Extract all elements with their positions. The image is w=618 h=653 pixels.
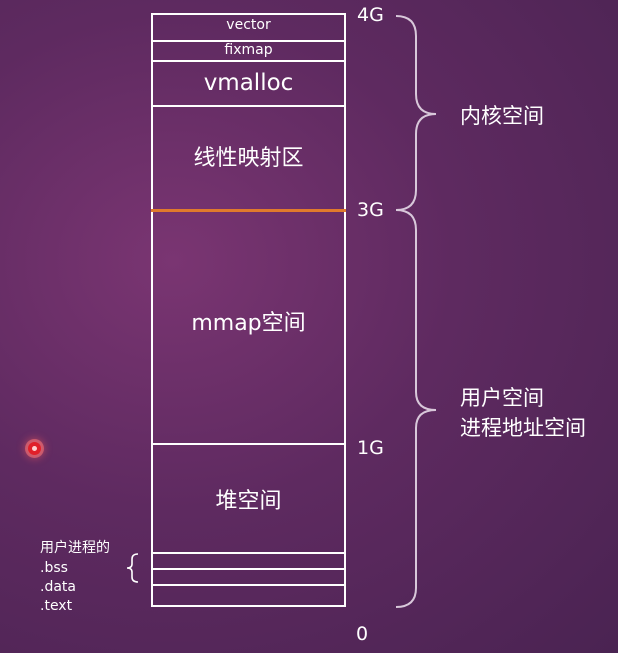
memory-map-box [151, 13, 346, 607]
segment-vmalloc: vmalloc [203, 70, 294, 96]
address-mark-4g: 4G [357, 4, 384, 26]
segment-mmap: mmap空间 [191, 311, 306, 336]
sections-brace-icon [126, 553, 139, 583]
divider-bss-data [151, 568, 346, 570]
pointer-dot-icon [28, 442, 41, 455]
boundary-3g-line [151, 209, 346, 212]
segment-heap: 堆空间 [215, 489, 282, 514]
divider-fixmap-vmalloc [151, 60, 346, 62]
divider-heap-bss [151, 552, 346, 554]
region-braces [395, 15, 437, 608]
address-mark-zero: 0 [356, 623, 369, 645]
section-bss-label: .bss [40, 560, 68, 576]
segment-fixmap: fixmap [224, 42, 273, 58]
segment-vector: vector [226, 17, 271, 33]
divider-1g-line [151, 443, 346, 445]
kernel-brace-icon [395, 15, 437, 211]
address-mark-1g: 1G [357, 437, 384, 459]
section-data-label: .data [40, 579, 76, 595]
user-brace-icon [395, 209, 437, 608]
region-kernel-label: 内核空间 [460, 104, 544, 128]
region-user-label-line2: 进程地址空间 [460, 416, 586, 440]
address-mark-3g: 3G [357, 199, 384, 221]
region-user-label-line1: 用户空间 [460, 386, 544, 410]
section-text-label: .text [40, 598, 73, 614]
divider-vmalloc-linear [151, 105, 346, 107]
divider-vector-fixmap [151, 40, 346, 42]
divider-data-text [151, 584, 346, 586]
user-sections-title: 用户进程的 [40, 540, 110, 556]
segment-linear-map: 线性映射区 [193, 146, 304, 171]
